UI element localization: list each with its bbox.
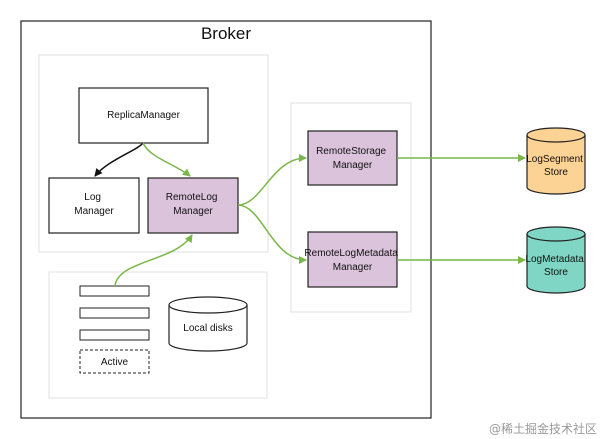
log-metadata-store-cylinder[interactable]: [526, 226, 586, 294]
watermark: @稀土掘金技术社区: [489, 421, 597, 436]
log-segment-store-label-line2: Store: [544, 167, 568, 178]
log-manager-box[interactable]: [48, 177, 140, 234]
broker-title: Broker: [201, 24, 251, 43]
log-segment-bar: [79, 329, 150, 341]
arrow-replica-to-log-manager: [94, 142, 144, 177]
remote-storage-manager-box[interactable]: [307, 130, 398, 186]
svg-text:LogSegment Store: LogSegment Store: [526, 154, 586, 178]
log-metadata-store-label-line2: Store: [544, 267, 568, 278]
arrow-remote-log-to-remote-log-metadata: [237, 204, 307, 264]
arrow-local-to-remote-log-manager: [114, 234, 193, 287]
remote-log-manager-label-line1: RemoteLog: [166, 192, 218, 203]
remote-storage-manager-label-line2: Manager: [333, 160, 373, 171]
svg-text:LogMetadata Store: LogMetadata Store: [525, 254, 586, 278]
remote-log-metadata-manager-label-line2: Manager: [333, 262, 373, 273]
active-segment-label: Active: [101, 357, 129, 368]
arrow-remote-log-to-remote-storage: [237, 154, 307, 206]
replica-manager-label: ReplicaManager: [107, 110, 180, 121]
svg-text:RemoteStorage Manager: RemoteStorage Manager: [316, 146, 389, 171]
remote-log-metadata-manager-label-line1: RemoteLogMetadata: [304, 248, 398, 259]
active-segment-box[interactable]: [79, 349, 150, 374]
log-segment-bar: [79, 285, 150, 297]
arrow-replica-to-remote-log-manager: [142, 142, 191, 177]
log-manager-label-line1: Log: [84, 192, 101, 203]
svg-text:RemoteLog Manager: RemoteLog Manager: [166, 192, 220, 217]
remote-storage-manager-label-line1: RemoteStorage: [316, 146, 386, 157]
log-manager-label-line2: Manager: [74, 206, 114, 217]
log-segment-bar: [79, 307, 150, 319]
log-segment-store-cylinder[interactable]: [526, 127, 586, 195]
svg-text:RemoteLogMetadata Manager: RemoteLogMetadata Manager: [304, 248, 400, 273]
svg-text:Log Manager: Log Manager: [74, 192, 114, 217]
remote-log-manager-box[interactable]: [147, 177, 239, 234]
local-disks-label: Local disks: [183, 323, 232, 334]
log-metadata-store-label-line1: LogMetadata: [525, 254, 584, 265]
remote-log-manager-label-line2: Manager: [173, 206, 213, 217]
remote-log-metadata-manager-box[interactable]: [307, 231, 398, 288]
log-segment-store-label-line1: LogSegment: [526, 154, 583, 165]
local-disks-cylinder[interactable]: [168, 296, 248, 352]
